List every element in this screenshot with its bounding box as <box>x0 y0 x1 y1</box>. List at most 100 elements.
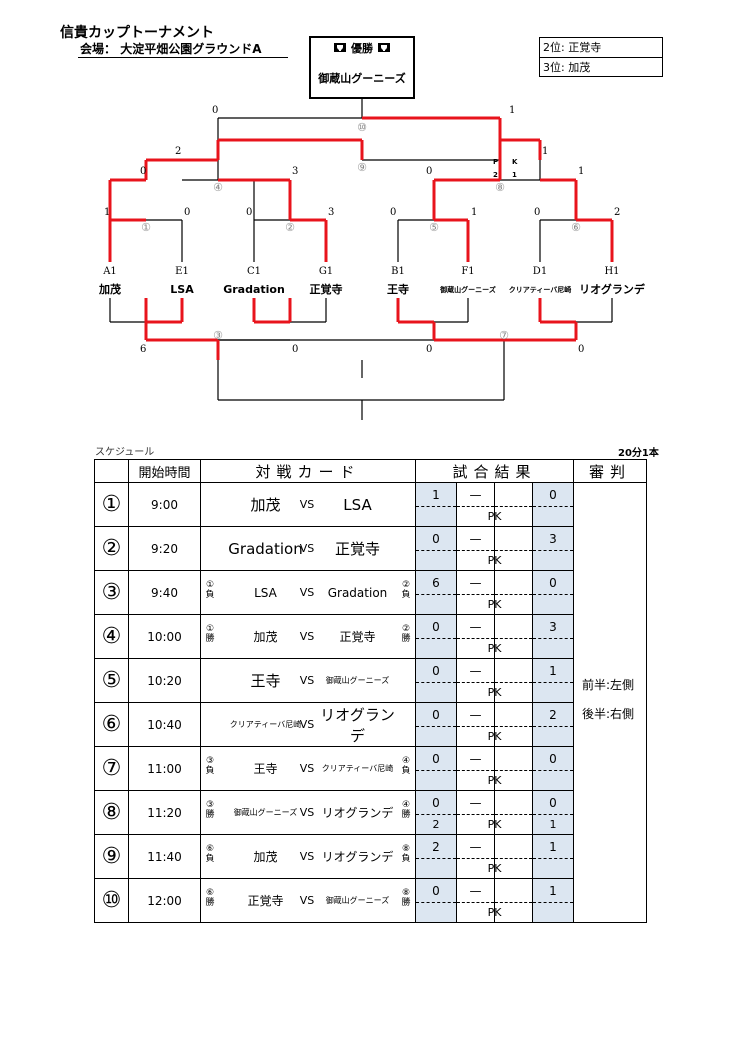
away-team: クリアティーバ尼崎 <box>321 764 394 773</box>
start-time: 11:20 <box>128 790 201 835</box>
winner-lines <box>108 116 614 360</box>
pk-label-cell: PK <box>488 702 533 747</box>
match-number: ① <box>94 482 129 527</box>
pk-home <box>416 859 456 878</box>
score-home: 1 <box>432 487 440 502</box>
header-result: 試合結果 <box>415 459 574 483</box>
match4-right-score: 3 <box>292 166 298 177</box>
vs-label: VS <box>299 718 315 731</box>
away-qualifier: ②負 <box>401 580 411 600</box>
score-home: 2 <box>432 839 440 854</box>
score-away-cell: 0 <box>532 482 574 527</box>
match-number: ④ <box>94 614 129 659</box>
seed-h1: H1 <box>604 266 619 277</box>
match2-left-score: 0 <box>246 207 252 218</box>
vs-label: VS <box>299 586 315 599</box>
match6-right-score: 2 <box>614 207 620 218</box>
home-qualifier: ③負 <box>205 756 215 776</box>
pk-away <box>533 727 573 746</box>
score-away-cell: 3 <box>532 614 574 659</box>
score-dash: — <box>469 619 482 634</box>
score-away: 1 <box>549 839 557 854</box>
score-away: 1 <box>549 663 557 678</box>
match5-left-score: 0 <box>390 207 396 218</box>
pk-away <box>533 551 573 570</box>
match4-left-score: 0 <box>140 166 146 177</box>
match-number: ⑤ <box>94 658 129 703</box>
score-away: 0 <box>549 751 557 766</box>
score-away-cell: 2 <box>532 702 574 747</box>
match7-right-score: 0 <box>578 344 584 355</box>
pk-away <box>533 859 573 878</box>
score-home-cell: 0 <box>415 526 457 571</box>
pk-label-cell: PK <box>488 570 533 615</box>
start-time: 11:00 <box>128 746 201 791</box>
pk-label-cell: PK <box>488 790 533 835</box>
score-dash-cell: — <box>456 746 495 791</box>
home-qualifier: ⑥負 <box>205 844 215 864</box>
pk-label: PK <box>487 642 502 655</box>
header-no <box>94 459 129 483</box>
team-label: リオグランデ <box>579 282 646 296</box>
home-team: 加茂 <box>253 630 278 644</box>
score-away-cell: 1 <box>532 878 574 923</box>
pk-label: PK <box>487 862 502 875</box>
start-time: 11:40 <box>128 834 201 879</box>
pk-home <box>416 507 456 526</box>
score-dash-cell: — <box>456 878 495 923</box>
score-dash-cell: — <box>456 526 495 571</box>
match8-right-score: 1 <box>578 166 584 177</box>
pk-away <box>533 639 573 658</box>
match8-left-score: 0 <box>426 166 432 177</box>
away-team: リオグランデ <box>320 705 395 745</box>
score-dash-cell: — <box>456 790 495 835</box>
pk-label-cell: PK <box>488 526 533 571</box>
home-team: Gradation <box>228 539 303 558</box>
match5-right-score: 1 <box>471 207 477 218</box>
away-team: LSA <box>343 495 372 514</box>
score-away-cell: 3 <box>532 526 574 571</box>
pk-label: PK <box>487 730 502 743</box>
seed-e1: E1 <box>175 266 189 277</box>
seed-g1: G1 <box>319 266 333 277</box>
score-home: 0 <box>432 531 440 546</box>
match-number: ⑥ <box>94 702 129 747</box>
vs-label: VS <box>299 762 315 775</box>
header-referee: 審判 <box>573 459 647 483</box>
match7-number: ⑦ <box>499 329 509 342</box>
pk-away <box>533 595 573 614</box>
score-dash: — <box>469 883 482 898</box>
match4-number: ④ <box>213 181 223 194</box>
seed-a1: A1 <box>102 266 117 277</box>
score-away: 3 <box>549 531 557 546</box>
home-team: クリアティーバ尼崎 <box>229 720 302 729</box>
score-dash: — <box>469 487 482 502</box>
pk-home: 2 <box>432 818 440 831</box>
away-team: リオグランデ <box>321 850 394 864</box>
pk-label-cell: PK <box>488 878 533 923</box>
start-time: 10:40 <box>128 702 201 747</box>
match1-right-score: 0 <box>184 207 190 218</box>
match-number: ③ <box>94 570 129 615</box>
match10-number: ⑩ <box>357 121 367 134</box>
score-dash: — <box>469 795 482 810</box>
venue: 会場： 大淀平畑公園グラウンドA <box>80 40 262 57</box>
referee-note: 前半:左側 <box>582 678 635 692</box>
pk-label-cell: PK <box>488 614 533 659</box>
vs-label: VS <box>299 542 315 555</box>
vs-label: VS <box>299 674 315 687</box>
score-home-cell: 0 <box>415 878 457 923</box>
team-label: 王寺 <box>387 282 409 296</box>
start-time: 10:00 <box>128 614 201 659</box>
pk-label: PK <box>487 906 502 919</box>
